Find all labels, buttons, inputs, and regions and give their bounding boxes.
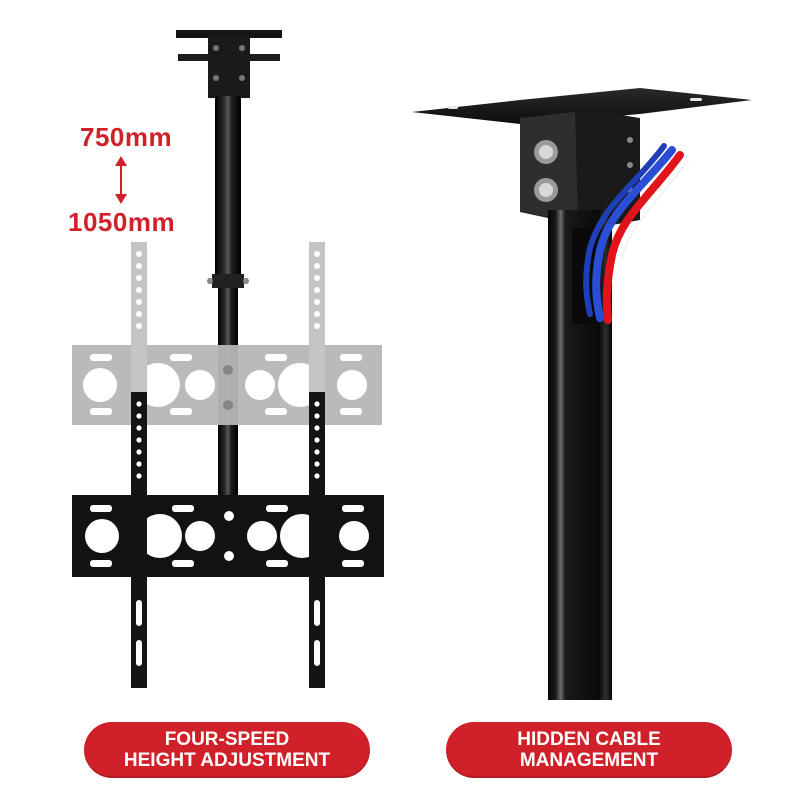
bolt-icon xyxy=(534,140,558,202)
arm-right xyxy=(309,392,325,688)
pole-clamp xyxy=(212,274,244,288)
tv-plate-black xyxy=(72,495,384,577)
caption-left-line2: HEIGHT ADJUSTMENT xyxy=(123,750,331,771)
arm-left xyxy=(131,392,147,688)
ceiling-plate-hinge xyxy=(208,36,250,98)
pole-upper xyxy=(215,96,241,286)
caption-right-line2: MANAGEMENT xyxy=(519,750,659,771)
pole-closeup-right xyxy=(412,88,752,700)
caption-height-adjustment: FOUR-SPEED HEIGHT ADJUSTMENT xyxy=(84,722,370,778)
caption-cable-management: HIDDEN CABLE MANAGEMENT xyxy=(446,722,732,778)
ceiling-mount-left xyxy=(72,30,384,688)
cable-icon xyxy=(583,143,689,324)
tv-plate-ghost xyxy=(72,345,382,425)
caption-right-line1: HIDDEN CABLE xyxy=(517,729,661,750)
double-arrow-vertical-icon xyxy=(115,156,127,204)
ceiling-plate-top xyxy=(176,30,282,38)
height-range-max-label: 1050mm xyxy=(68,207,176,237)
ceiling-plate-closeup xyxy=(412,88,752,124)
height-range-min-label: 750mm xyxy=(80,122,173,152)
caption-left-line1: FOUR-SPEED xyxy=(164,729,290,750)
